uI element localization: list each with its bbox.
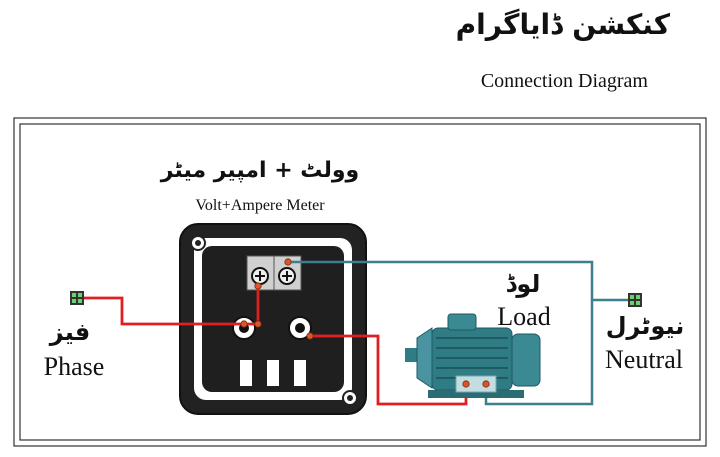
meter-label: Volt+Ampere Meter	[195, 197, 325, 214]
meter-icon	[179, 223, 367, 415]
load-label-urdu: لوڈ	[505, 270, 541, 298]
meter-label-urdu: وولٹ + امپیر میٹر	[160, 158, 360, 183]
terminal-dots	[240, 258, 490, 388]
load-label: Load	[497, 302, 551, 331]
neutral-connector-icon	[628, 293, 642, 307]
motor-icon	[405, 313, 541, 398]
neutral-label: Neutral	[605, 345, 683, 374]
neutral-label-urdu: نیوٹرل	[605, 312, 685, 340]
phase-connector-icon	[70, 291, 84, 305]
phase-label-urdu: فیز	[49, 318, 91, 346]
diagram-title: Connection Diagram	[480, 70, 648, 92]
phase-label: Phase	[43, 352, 105, 381]
outer-frame	[13, 117, 707, 447]
diagram-title-urdu: کنکشن ڈایاگرام	[455, 8, 670, 41]
inner-frame	[19, 123, 701, 441]
